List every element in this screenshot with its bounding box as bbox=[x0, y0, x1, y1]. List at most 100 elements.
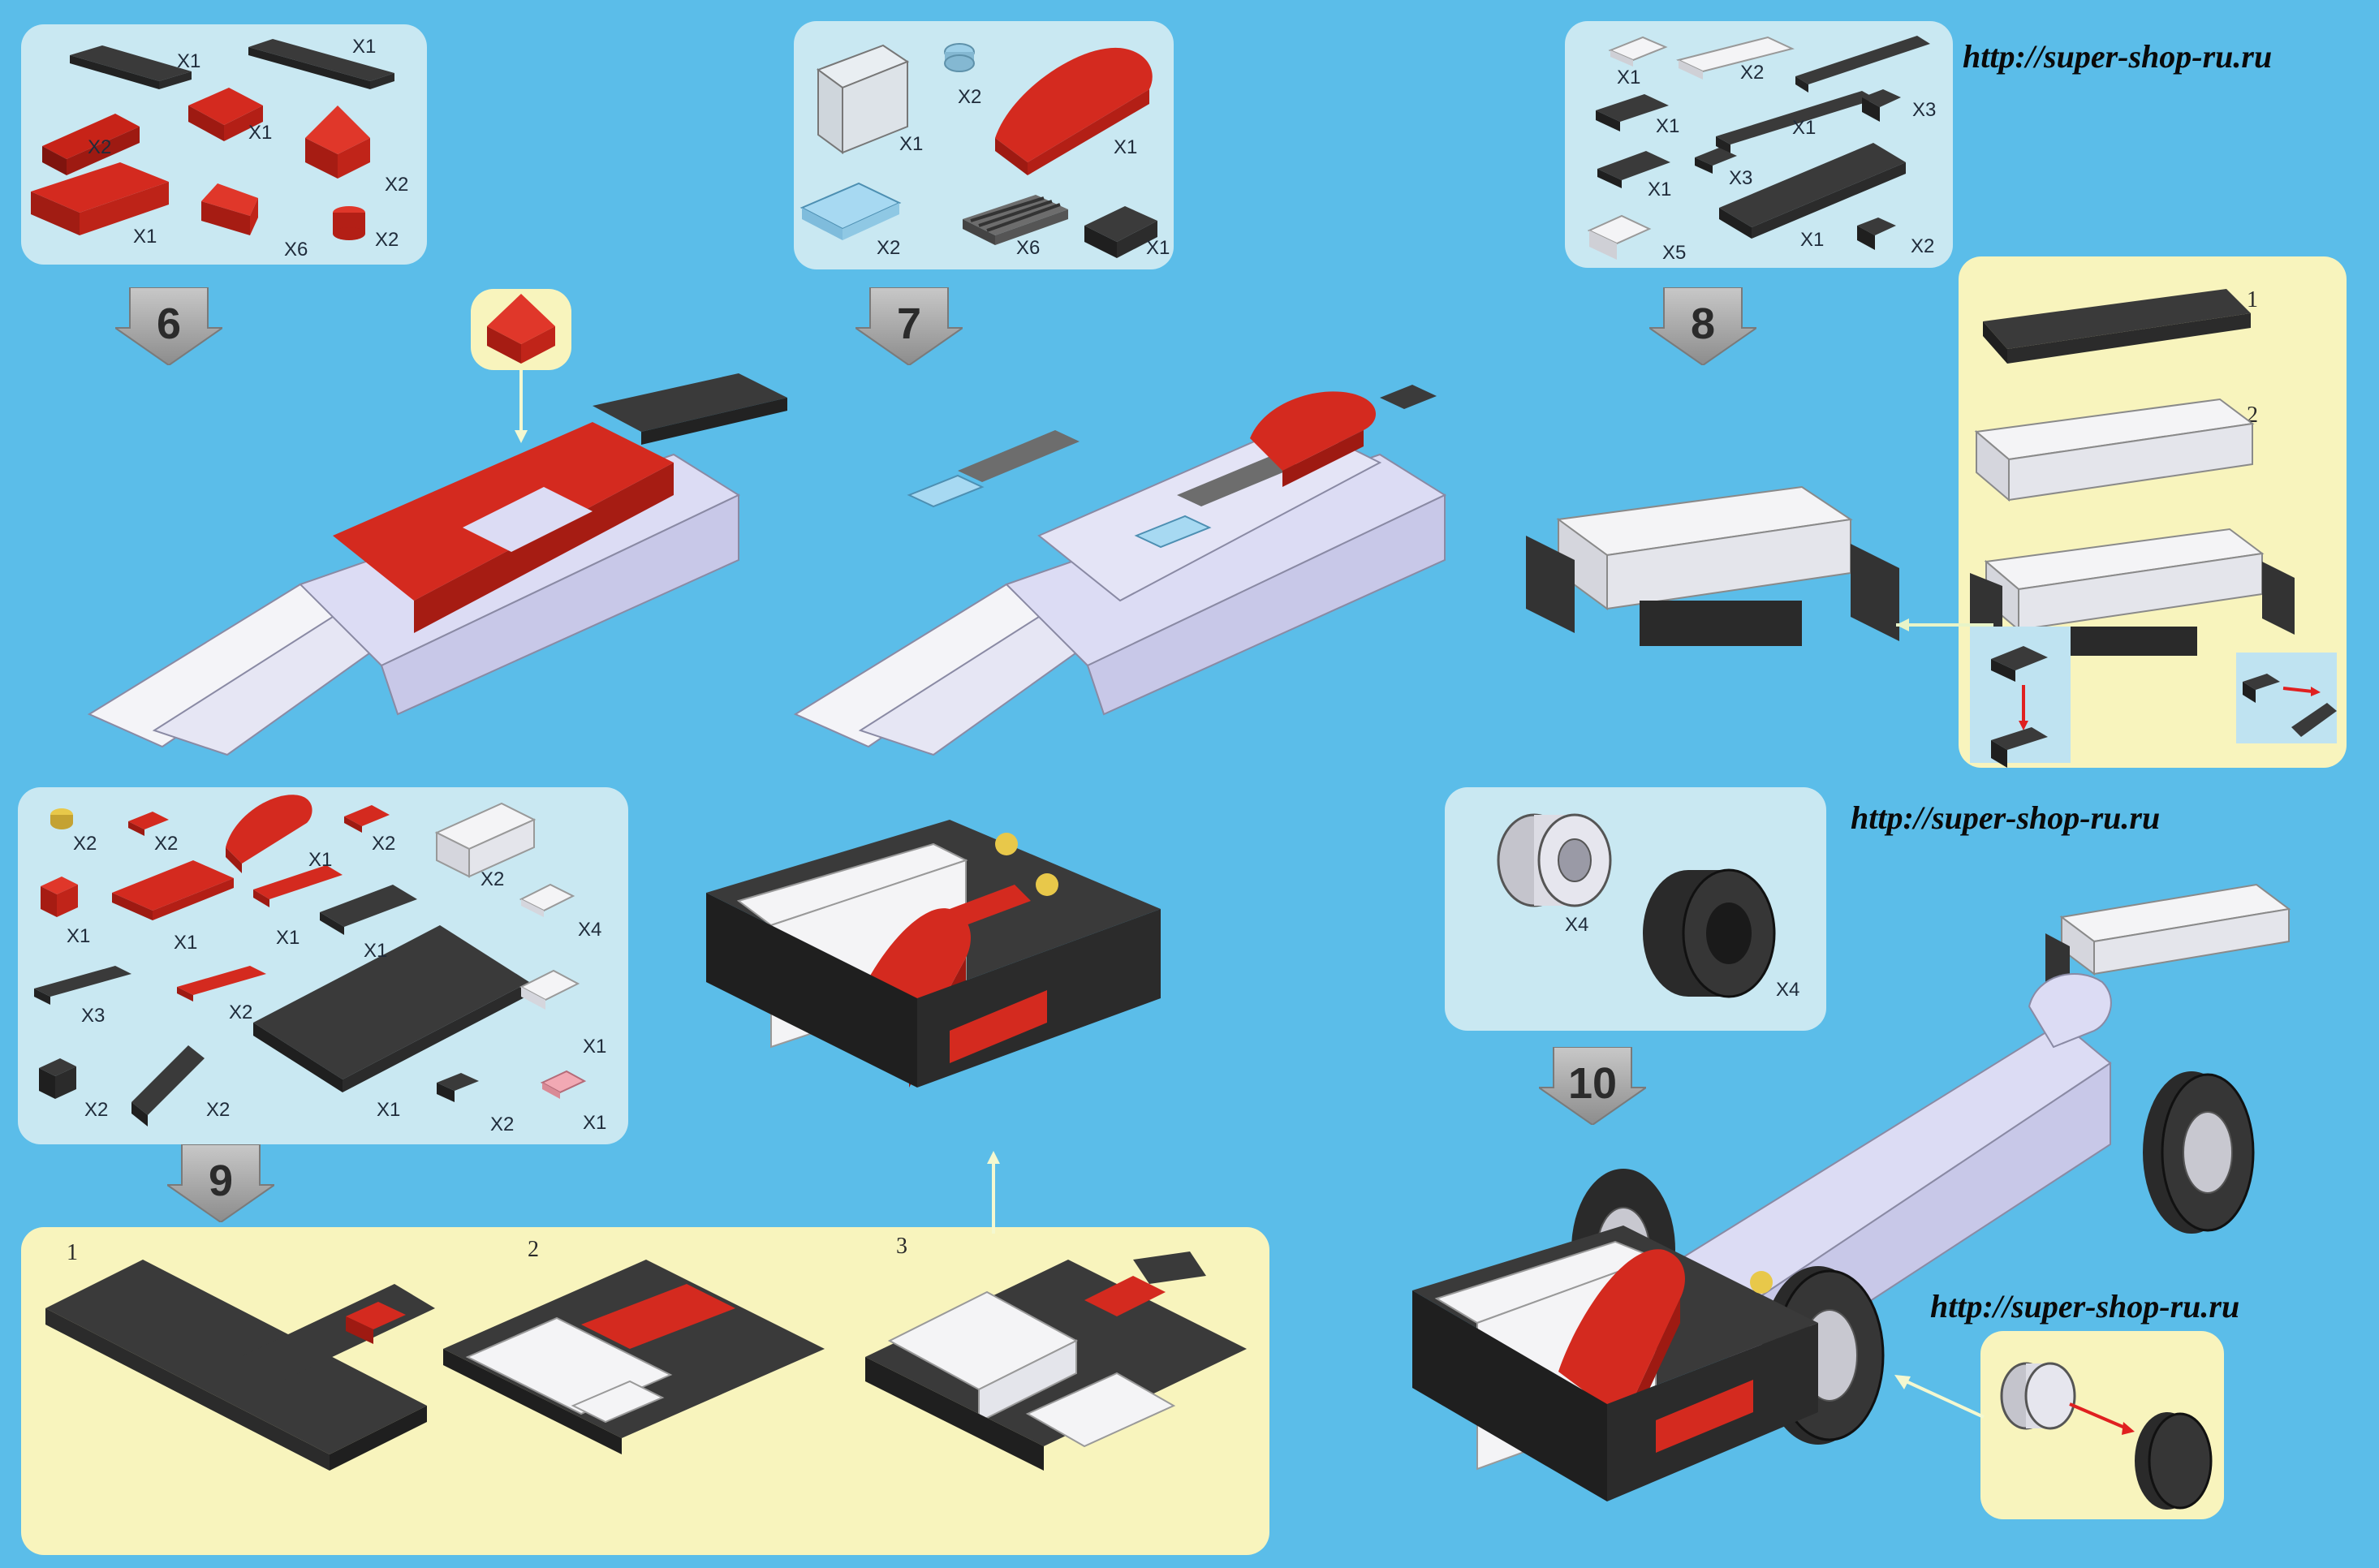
qty-label: X2 bbox=[88, 136, 112, 158]
qty-label: X4 bbox=[1776, 979, 1800, 1001]
dark-plate-long bbox=[1983, 289, 2251, 364]
red-cockpit-piece bbox=[188, 88, 263, 141]
qty-label: X1 bbox=[177, 50, 201, 72]
qty-label: X1 bbox=[1800, 229, 1825, 251]
tire-detail bbox=[2135, 1412, 2213, 1510]
finished-race-car bbox=[1412, 883, 2291, 1501]
step-10-number: 10 bbox=[1567, 1059, 1618, 1108]
dark-plate-2x8 bbox=[1719, 143, 1906, 239]
shop-url-top[interactable]: http://super-shop-ru.ru bbox=[1963, 38, 2273, 75]
pink-clear-tile bbox=[540, 1070, 587, 1099]
dark-plate-1x4 bbox=[34, 966, 131, 1005]
qty-label: X1 bbox=[248, 122, 273, 144]
qty-label: X4 bbox=[578, 919, 602, 941]
qty-label: X1 bbox=[1146, 237, 1170, 259]
base-plate bbox=[45, 1260, 435, 1471]
step-6-number: 6 bbox=[156, 299, 182, 348]
pointer-arrow-step10 bbox=[1894, 1375, 1985, 1419]
qty-label: X1 bbox=[1648, 179, 1672, 200]
dark-clip-plate bbox=[437, 1073, 479, 1102]
red-round-brick bbox=[333, 206, 365, 240]
step8-subassembly-art bbox=[1970, 289, 2337, 768]
white-slope-2x4 bbox=[434, 802, 537, 878]
dark-plate-1x6 bbox=[248, 39, 394, 89]
step8-parts-art bbox=[1587, 36, 1930, 260]
step9-subassembly-art bbox=[45, 1251, 1247, 1471]
substep-number: 1 bbox=[67, 1240, 78, 1265]
step-8-number: 8 bbox=[1690, 299, 1716, 348]
red-plate-1x2 bbox=[344, 805, 390, 833]
qty-label: X1 bbox=[583, 1036, 607, 1058]
rim-detail bbox=[2000, 1362, 2076, 1430]
qty-label: X1 bbox=[1114, 136, 1138, 158]
qty-label: X3 bbox=[1912, 99, 1937, 121]
red-plate-1x4 bbox=[253, 865, 343, 907]
dark-bracket bbox=[1862, 89, 1901, 122]
qty-label: X2 bbox=[1911, 235, 1935, 257]
shop-url-bottom[interactable]: http://super-shop-ru.ru bbox=[1930, 1288, 2240, 1325]
step-9-arrow: 9 bbox=[167, 1144, 274, 1222]
bracket-detail bbox=[1991, 646, 2048, 768]
qty-label: X2 bbox=[958, 86, 982, 108]
tire-part bbox=[1643, 868, 1776, 998]
qty-label: X2 bbox=[229, 1002, 253, 1023]
dark-plate-1x2 bbox=[1597, 151, 1670, 188]
red-curved-slope bbox=[995, 47, 1153, 175]
shop-url-middle[interactable]: http://super-shop-ru.ru bbox=[1851, 799, 2161, 836]
qty-label: X6 bbox=[284, 239, 308, 261]
step7-parts-art bbox=[799, 43, 1157, 258]
pointer-arrow-step9 bbox=[987, 1151, 1000, 1234]
step-6-arrow: 6 bbox=[115, 287, 222, 365]
qty-label: X1 bbox=[67, 925, 91, 947]
white-tile-1x2 bbox=[1608, 36, 1668, 67]
dark-slope-1x3 bbox=[131, 1045, 205, 1126]
step-10-arrow: 10 bbox=[1539, 1047, 1646, 1125]
qty-label: X2 bbox=[877, 237, 901, 259]
pointer-line-step8 bbox=[1896, 618, 1993, 631]
qty-label: X1 bbox=[352, 36, 377, 58]
red-slope bbox=[42, 114, 140, 175]
red-brick-2x4 bbox=[31, 162, 169, 235]
red-plate-2x4 bbox=[112, 860, 234, 920]
qty-label: X3 bbox=[1729, 167, 1753, 189]
red-curved-slope bbox=[226, 795, 312, 873]
substep-number: 1 bbox=[2247, 287, 2258, 312]
qty-label: X2 bbox=[206, 1099, 231, 1121]
qty-label: X6 bbox=[1016, 237, 1041, 259]
clear-windscreen bbox=[816, 44, 910, 154]
qty-label: X1 bbox=[308, 849, 333, 871]
step9-parts-art bbox=[34, 795, 587, 1126]
dark-plate-2x4 bbox=[320, 885, 417, 935]
red-small-slope bbox=[201, 183, 258, 235]
substep-number: 2 bbox=[528, 1237, 539, 1262]
qty-label: X1 bbox=[174, 932, 198, 954]
qty-label: X2 bbox=[1740, 62, 1765, 84]
step6-parts-art bbox=[31, 39, 394, 240]
qty-label: X1 bbox=[133, 226, 157, 248]
red-tile-1x4 bbox=[177, 966, 266, 1002]
red-brick-1x1 bbox=[41, 877, 78, 917]
car-body-step6 bbox=[87, 373, 787, 756]
yellow-round-tile bbox=[50, 808, 73, 829]
qty-label: X2 bbox=[490, 1114, 515, 1135]
qty-label: X5 bbox=[1662, 242, 1687, 264]
step-8-arrow: 8 bbox=[1649, 287, 1756, 365]
qty-label: X2 bbox=[73, 833, 97, 855]
dark-plate-1x4 bbox=[70, 45, 192, 89]
qty-label: X1 bbox=[276, 927, 300, 949]
dark-plate-1x10 bbox=[1716, 91, 1877, 154]
dark-plate-1x8 bbox=[1795, 36, 1930, 93]
qty-label: X2 bbox=[481, 868, 505, 890]
qty-label: X2 bbox=[375, 229, 399, 251]
qty-label: X2 bbox=[372, 833, 396, 855]
clip-detail bbox=[2243, 674, 2337, 737]
blue-round-tile bbox=[944, 43, 975, 72]
qty-label: X1 bbox=[1792, 117, 1817, 139]
dark-plate-6x10 bbox=[253, 925, 529, 1092]
grille-tile bbox=[963, 195, 1068, 245]
rim-part bbox=[1497, 813, 1612, 907]
step10-parts-art bbox=[1497, 813, 1776, 998]
dark-slope bbox=[1084, 206, 1157, 258]
red-roof-slope bbox=[305, 106, 370, 179]
step-9-number: 9 bbox=[208, 1157, 234, 1205]
